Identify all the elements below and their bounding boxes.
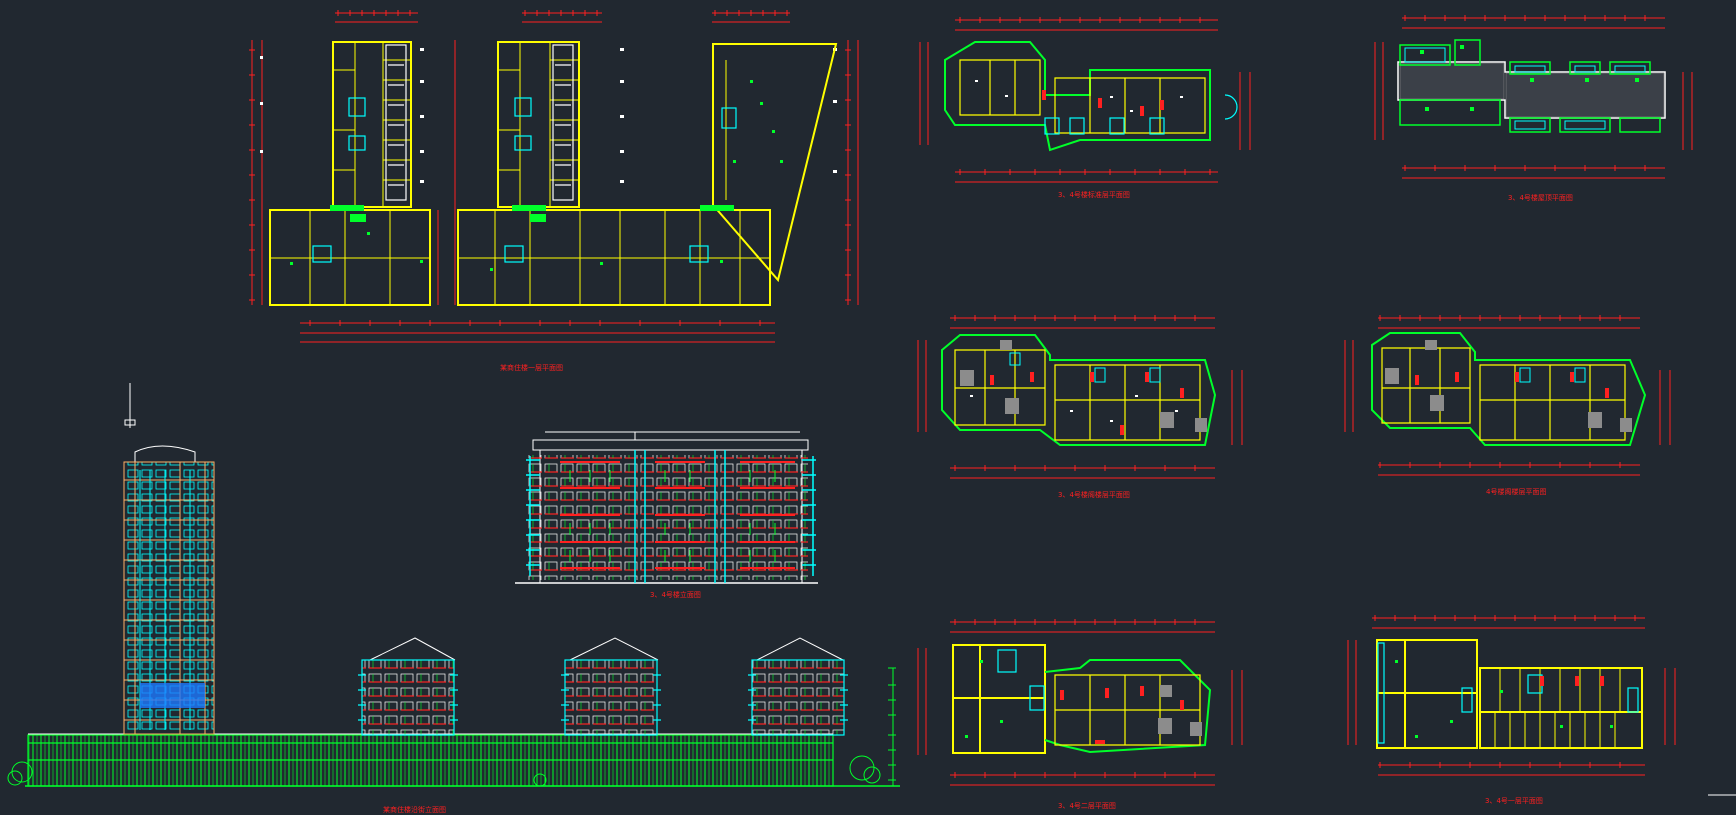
caption-attic-plan-a: 3、4号楼阁楼层平面图 bbox=[1058, 490, 1130, 499]
sheet-attic-plan-a: 3、4号楼阁楼层平面图 bbox=[917, 315, 1243, 499]
sheet-first-floor-commercial-plan: 某商住楼一层平面图 bbox=[249, 10, 859, 372]
caption-roof-plan: 3、4号楼屋顶平面图 bbox=[1508, 193, 1573, 202]
caption-street-elevation: 某商住楼沿街立面图 bbox=[383, 805, 446, 814]
sheet-first-floor-plan: 3、4号一层平面图 bbox=[1347, 615, 1676, 805]
caption-attic-plan-b: 4号楼阁楼层平面图 bbox=[1486, 487, 1546, 496]
sheet-street-elevation: 某商住楼沿街立面图 bbox=[7, 383, 900, 814]
caption-second-floor-plan: 3、4号二层平面图 bbox=[1058, 802, 1116, 810]
caption-standard-floor-plan-a: 3、4号楼标准层平面图 bbox=[1058, 190, 1130, 199]
caption-first-floor-plan: 3、4号一层平面图 bbox=[1485, 797, 1543, 805]
sheet-second-floor-plan: 3、4号二层平面图 bbox=[917, 619, 1243, 810]
sheet-roof-plan: 3、4号楼屋顶平面图 bbox=[1374, 15, 1693, 202]
sheet-standard-floor-plan-a: 3、4号楼标准层平面图 bbox=[919, 17, 1251, 199]
sheet-residential-elevation: 3、4号楼立面图 bbox=[515, 431, 818, 599]
caption-residential-elevation: 3、4号楼立面图 bbox=[650, 590, 701, 599]
sheet-attic-plan-b: 4号楼阁楼层平面图 bbox=[1344, 315, 1671, 496]
caption-first-floor-commercial-plan: 某商住楼一层平面图 bbox=[500, 363, 563, 372]
